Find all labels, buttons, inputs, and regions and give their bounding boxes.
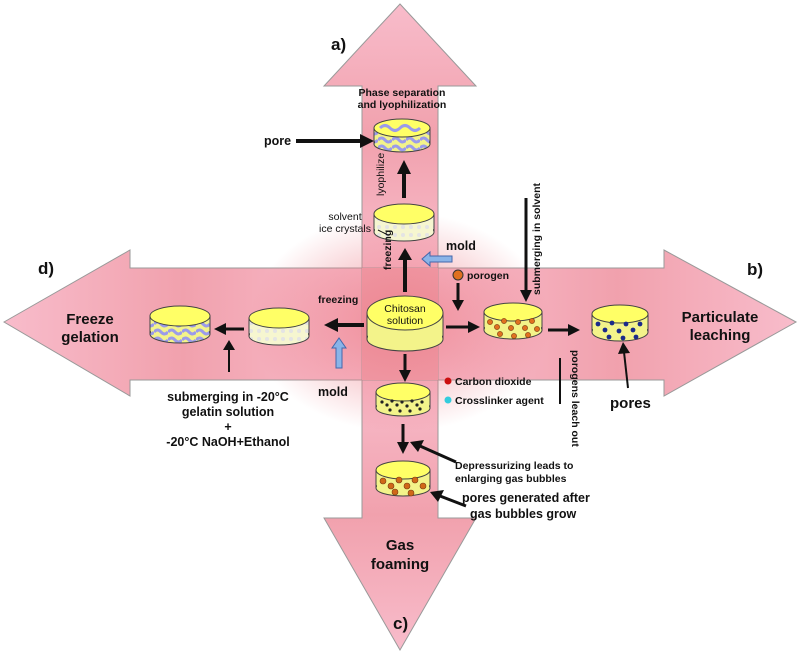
arrow-frozen-to-gelation-disc <box>214 323 244 335</box>
submerging-line1: submerging in -20°C <box>167 390 289 404</box>
method-title-top-line2: and lyophilization <box>358 99 447 111</box>
method-title-left-line1: Freeze <box>66 311 114 328</box>
arrow-chitosan-to-porogen-disc <box>446 321 480 333</box>
submerging-in-solvent-label: submerging in solvent <box>531 182 543 295</box>
pore-pointer-arrow <box>296 134 374 148</box>
method-title-bottom-line2: foaming <box>371 556 429 573</box>
lyophilize-label: lyophilize <box>375 153 387 196</box>
panel-d-label: d) <box>38 259 54 278</box>
carbon-dioxide-label: Carbon dioxide <box>455 376 532 388</box>
method-title-left-line2: gelation <box>61 329 119 346</box>
porogen-loaded-disc <box>483 302 543 340</box>
mold-arrow-top <box>421 250 453 268</box>
porogen-down-arrow <box>452 283 464 311</box>
method-title-right-line1: Particulate <box>682 309 759 326</box>
chitosan-solution-disc <box>366 295 444 352</box>
submerging-plus: + <box>224 420 231 434</box>
frozen-disc-left <box>248 307 310 346</box>
pores-generated-pointer-arrow <box>430 490 467 508</box>
lyophilized-scaffold-disc <box>373 118 431 153</box>
mold-label-top: mold <box>446 239 476 253</box>
porogens-leach-out-label: porogens leach out <box>569 350 581 447</box>
arrow-chitosan-to-co2-disc <box>399 354 411 382</box>
freezing-left-label: freezing <box>318 294 358 306</box>
freezing-vertical-label: freezing <box>382 230 394 270</box>
arrow-submerging-in-solvent <box>520 198 532 302</box>
pores-generated-line2: gas bubbles grow <box>470 507 577 521</box>
porogen-dot <box>452 269 464 281</box>
leached-pores-disc <box>591 304 649 342</box>
freeze-gelation-scaffold-disc <box>149 305 211 344</box>
gas-foamed-scaffold-disc <box>375 460 431 497</box>
method-title-bottom-line1: Gas <box>386 537 414 554</box>
submerging-line3: -20°C NaOH+Ethanol <box>166 435 289 449</box>
method-title-right-line2: leaching <box>690 327 751 344</box>
mold-arrow-left <box>331 337 347 369</box>
crosslinker-legend-dot <box>444 396 452 404</box>
pores-generated-line1: pores generated after <box>462 491 590 505</box>
carbon-dioxide-legend-dot <box>444 377 452 385</box>
panel-a-label: a) <box>331 35 346 54</box>
frozen-solution-disc <box>373 203 435 242</box>
chitosan-label-line1: Chitosan <box>384 303 426 315</box>
arrow-porogen-disc-to-pores-disc <box>548 324 580 336</box>
arrow-co2-disc-to-foam-disc <box>397 424 409 454</box>
panel-c-label: c) <box>393 614 408 633</box>
pores-pointer-arrow <box>618 342 630 389</box>
co2-loaded-disc <box>375 382 431 417</box>
method-title-top-line1: Phase separation <box>359 87 446 99</box>
solvent-label-line2: ice crystals <box>319 223 371 235</box>
chitosan-label-line2: solution <box>387 315 423 327</box>
pore-label: pore <box>264 134 291 148</box>
depressurizing-line1: Depressurizing leads to <box>455 460 573 472</box>
submerging-line2: gelatin solution <box>182 405 274 419</box>
porogen-label: porogen <box>467 270 509 282</box>
submerging-up-arrow <box>223 340 235 372</box>
arrow-chitosan-to-frozen <box>398 248 412 292</box>
depressurizing-pointer-arrow <box>410 440 457 464</box>
panel-b-label: b) <box>747 260 763 279</box>
crosslinker-label: Crosslinker agent <box>455 395 544 407</box>
depressurizing-line2: enlarging gas bubbles <box>455 473 567 485</box>
mold-label-left: mold <box>318 385 348 399</box>
pores-right-label: pores <box>610 395 651 412</box>
solvent-label-line1: solvent <box>328 211 361 223</box>
arrow-frozen-to-lyophilized <box>397 160 411 198</box>
solvent-pointer-line <box>377 229 387 235</box>
arrow-chitosan-to-frozen-left <box>324 318 364 332</box>
